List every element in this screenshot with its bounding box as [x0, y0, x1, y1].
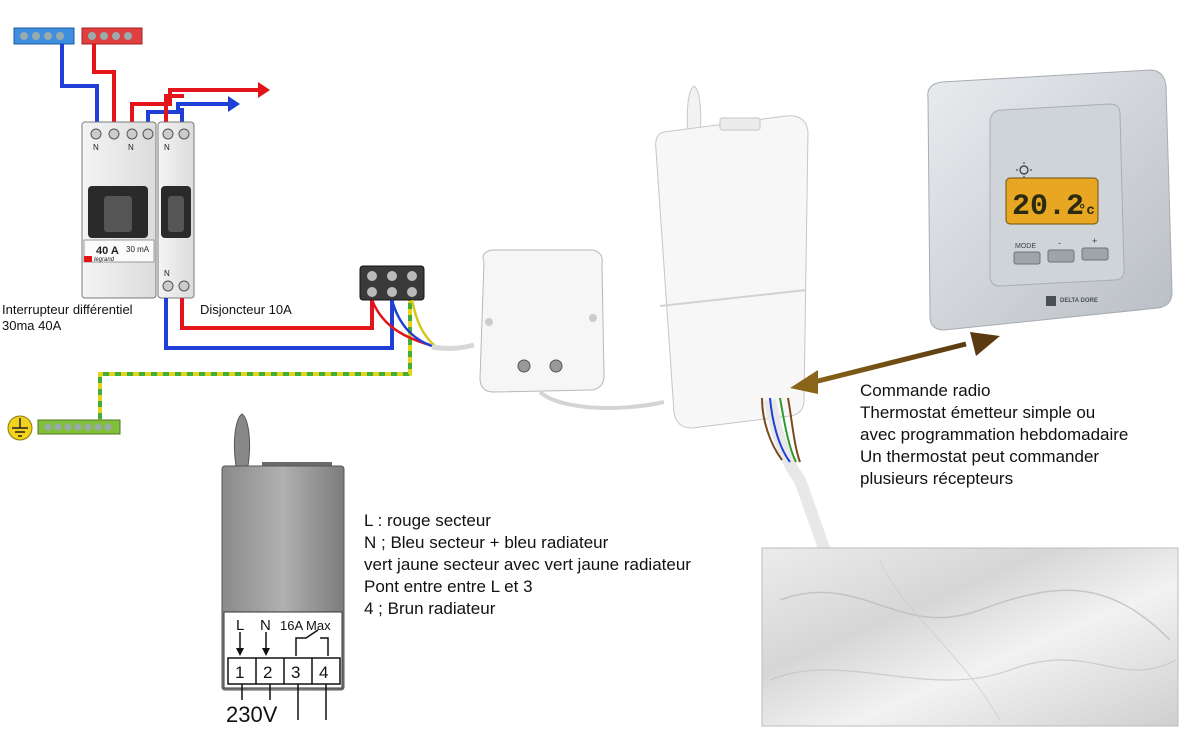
neutral-out-arrow	[228, 96, 240, 112]
radio-link-arrow	[790, 332, 1000, 394]
terminal-label-n: N	[260, 617, 271, 634]
rcd-label: Interrupteur différentiel 30ma 40A	[2, 302, 133, 334]
thermostat-unit: °c	[1078, 203, 1095, 219]
neutral-out-wire	[146, 102, 228, 122]
thermostat-plus-button[interactable]	[1081, 247, 1109, 261]
thermostat-plus-label: +	[1092, 236, 1097, 246]
svg-text:N: N	[93, 143, 99, 152]
terminal-3: 3	[291, 663, 300, 682]
terminal-1: 1	[235, 663, 244, 682]
wall-junction-box	[479, 249, 605, 393]
breaker-brand: legrand	[94, 257, 115, 263]
rcd-breaker	[81, 121, 157, 299]
wiring-note: 4 ; Brun radiateur	[364, 599, 496, 618]
thermostat-minus-label: -	[1058, 238, 1061, 248]
neutral-busbar	[13, 27, 75, 45]
delta-dore-logo-icon	[1046, 296, 1056, 306]
marble-radiator	[761, 547, 1179, 727]
terminal-2: 2	[263, 663, 272, 682]
radio-info-text: Commande radio Thermostat émetteur simpl…	[860, 380, 1128, 490]
phase-out-arrow	[258, 82, 270, 98]
thermostat-lcd	[1005, 177, 1099, 225]
supply-voltage: 230V	[226, 702, 278, 727]
radio-info-line: avec programmation hebdomadaire	[860, 425, 1129, 444]
sun-icon	[1016, 162, 1032, 178]
radio-info-line: Thermostat émetteur simple ou	[860, 403, 1096, 422]
thermostat-temperature: 20.2	[1012, 190, 1084, 224]
terminal-4: 4	[319, 663, 328, 682]
thermostat-minus-button[interactable]	[1047, 249, 1075, 263]
rcd-label-line: 30ma 40A	[2, 318, 62, 333]
wiring-note: L : rouge secteur	[364, 511, 491, 530]
wiring-note: Pont entre entre L et 3	[364, 577, 533, 596]
radio-info-line: Un thermostat peut commander	[860, 447, 1100, 466]
radio-receiver	[655, 85, 809, 429]
rcd-label-line: Interrupteur différentiel	[2, 302, 133, 317]
rcd-rating: 40 A	[96, 245, 119, 257]
terminal-label-l: L	[236, 617, 244, 634]
svg-text:N: N	[128, 143, 134, 152]
mcb-label: Disjoncteur 10A	[200, 302, 292, 317]
phase-out-wire	[130, 88, 258, 122]
svg-text:N: N	[164, 269, 170, 278]
phase-busbar	[81, 27, 143, 45]
earth-busbar	[37, 419, 121, 435]
earth-symbol-icon	[7, 415, 33, 441]
phase-to-terminal-wire	[180, 292, 374, 330]
wiring-note: vert jaune secteur avec vert jaune radia…	[364, 555, 691, 574]
mcb-breaker	[157, 121, 195, 299]
neutral-to-terminal-wire	[164, 296, 394, 350]
thermostat	[927, 69, 1173, 331]
thermostat-mode-label: MODE	[1015, 243, 1036, 250]
phase-feed-wire	[92, 44, 116, 122]
neutral-feed-wire	[60, 44, 99, 122]
wiring-notes-text: L : rouge secteur N ; Bleu secteur + ble…	[364, 510, 691, 620]
thermostat-mode-button[interactable]	[1013, 251, 1041, 265]
wiring-note: N ; Bleu secteur + bleu radiateur	[364, 533, 609, 552]
rcd-sensitivity: 30 mA	[126, 245, 150, 254]
relay-rating: 16A Max	[280, 618, 331, 633]
terminal-block	[359, 265, 425, 301]
receiver-schematic	[221, 413, 345, 720]
earth-wire	[98, 300, 412, 425]
radio-info-line: Commande radio	[860, 381, 991, 400]
radio-info-line: plusieurs récepteurs	[860, 469, 1014, 488]
thermostat-brand: DELTA DORE	[1060, 298, 1098, 304]
svg-text:N: N	[164, 143, 170, 152]
